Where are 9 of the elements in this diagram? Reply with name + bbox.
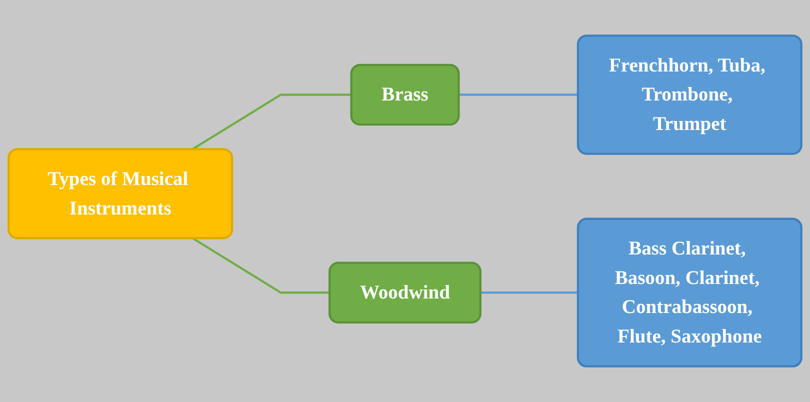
node-box: Types of Musical Instruments <box>8 148 234 240</box>
node-box: Frenchhorn, Tuba, Trombone, Trumpet <box>576 34 802 155</box>
node-box: Bass Clarinet, Basoon, Clarinet, Contrabassoon, Flute, Saxophone <box>576 218 802 368</box>
node-box: Woodwind <box>328 262 482 324</box>
node-box: Brass <box>350 64 460 126</box>
connector <box>192 94 352 150</box>
connector <box>192 237 330 294</box>
connector <box>480 292 578 294</box>
connector <box>458 94 578 96</box>
